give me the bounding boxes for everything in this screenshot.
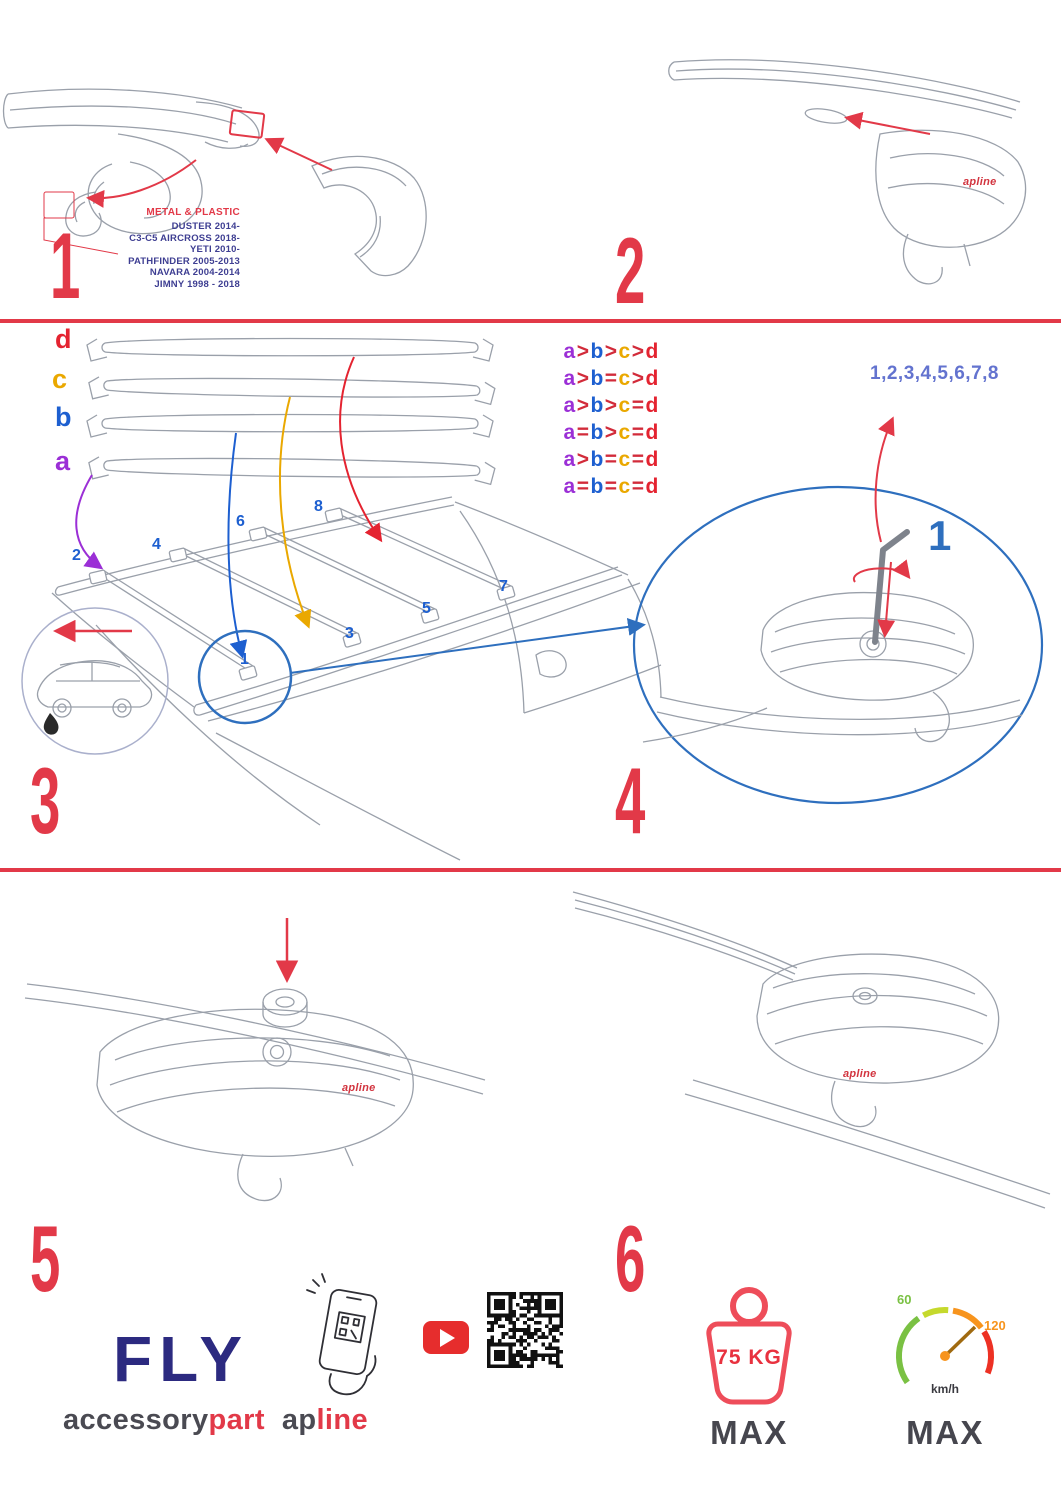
comparison-row: a>b>c>d	[563, 340, 659, 363]
mounted-foot-drawing	[572, 891, 1051, 1209]
step-1-number: 1	[50, 213, 80, 318]
step-4-number: 4	[615, 748, 645, 853]
zoom-circle	[632, 485, 1044, 805]
speed-max-label: MAX	[906, 1414, 984, 1451]
step2-illustration	[668, 59, 1027, 285]
weight-limit-value: 75 KG	[716, 1346, 782, 1369]
material-label: METAL & PLASTIC	[146, 207, 240, 218]
product-name: FLY	[113, 1323, 249, 1395]
apline-logo-step2: apline	[963, 176, 997, 188]
gauge-pivot	[940, 1351, 950, 1361]
comparison-legend: a>b>c>d a>b=c>d a>b>c=d a=b>c=d a>b=c=d a=b=c…	[563, 338, 659, 500]
step4-illustration	[632, 416, 1044, 805]
brand-accessory: accessory	[63, 1404, 209, 1436]
gauge-needle	[943, 1325, 977, 1358]
curve-d	[339, 356, 383, 543]
position-number: 1	[240, 651, 249, 668]
position-number: 8	[314, 498, 323, 515]
red-arrows	[86, 109, 333, 208]
curve-a	[75, 474, 104, 570]
cover-to-bar-arrow	[264, 137, 333, 171]
curve-c	[279, 396, 312, 629]
step-6-number: 6	[615, 1206, 645, 1311]
apline-logo-step5: apline	[342, 1082, 376, 1094]
model-item: DUSTER 2014-	[171, 221, 240, 232]
brand-line: line	[316, 1404, 369, 1436]
apline-logo-step6: apline	[843, 1068, 877, 1080]
brand-wordmark: accessorypart apline	[63, 1404, 368, 1437]
weight-max-label: MAX	[710, 1414, 788, 1451]
position-number: 3	[345, 625, 354, 642]
weight-limit-icon	[706, 1287, 792, 1405]
speed-low-label: 60	[897, 1292, 912, 1307]
qr-code	[487, 1292, 563, 1368]
hex-key	[872, 529, 910, 645]
brand-ap: ap	[281, 1404, 317, 1436]
model-item: JIMNY 1998 - 2018	[154, 278, 240, 290]
leader-line	[43, 191, 119, 255]
model-item: NAVARA 2004-2014	[149, 267, 240, 278]
position-number: 4	[152, 536, 161, 553]
step-2-number: 2	[615, 218, 645, 323]
position-number: 7	[499, 578, 508, 595]
step4-callout: 1	[928, 512, 952, 559]
step-3-number: 3	[30, 748, 60, 853]
comparison-row: a>b=c=d	[563, 448, 659, 471]
position-number: 2	[72, 547, 81, 564]
crossbar-stack	[86, 337, 496, 486]
position-number: 6	[236, 513, 245, 530]
bar-label-a: a	[55, 446, 71, 476]
section-divider-bottom	[0, 868, 1061, 872]
speed-limit-gauge-icon	[895, 1307, 995, 1385]
bar-label-c: c	[52, 364, 68, 394]
sequence-pointer-arrow	[874, 416, 895, 543]
zoom-connector-arrow	[289, 617, 646, 674]
drop-icon	[43, 713, 59, 735]
step6-illustration	[572, 891, 1051, 1209]
foot-focus-circle	[197, 629, 293, 725]
foot-zoom-drawing	[642, 591, 1023, 743]
model-list: DUSTER 2014-C3-C5 AIRCROSS 2018-YETI 201…	[88, 221, 240, 290]
model-item: C3-C5 AIRCROSS 2018-	[129, 232, 240, 244]
rotate-arrow	[852, 559, 911, 583]
curve-b	[227, 432, 248, 659]
bar-label-d: d	[55, 324, 72, 354]
mapping-curves	[75, 356, 383, 659]
lock-highlight-box	[228, 109, 266, 139]
speed-high-label: 120	[984, 1318, 1006, 1333]
comparison-row: a>b>c=d	[563, 394, 659, 417]
car-direction-badge	[21, 607, 169, 755]
comparison-row: a>b=c>d	[563, 367, 659, 390]
tightening-sequence: 1,2,3,4,5,6,7,8	[870, 363, 999, 384]
step5-illustration	[24, 918, 486, 1202]
step4-arrows	[852, 416, 911, 638]
model-item: YETI 2010-	[189, 244, 240, 255]
youtube-icon	[423, 1321, 469, 1354]
roof-drawing	[51, 496, 662, 861]
model-item: PATHFINDER 2005-2013	[128, 255, 240, 267]
play-icon	[440, 1328, 455, 1347]
slot-arrow	[844, 111, 931, 135]
cap-and-foot	[24, 983, 486, 1202]
brand-part: part	[208, 1404, 265, 1436]
clamp-path-arrow	[86, 159, 197, 208]
comparison-row: a=b>c=d	[563, 421, 659, 444]
step3-illustration	[21, 337, 662, 861]
section-divider-top	[0, 319, 1061, 323]
step1-illustration	[2, 88, 427, 277]
position-number: 5	[422, 600, 431, 617]
speed-unit-label: km/h	[930, 1382, 959, 1396]
step-5-number: 5	[30, 1206, 60, 1311]
tighten-arrow	[877, 561, 896, 638]
bar-label-b: b	[55, 402, 72, 432]
qr-scan-phone-icon	[306, 1273, 378, 1396]
comparison-row: a=b=c=d	[563, 475, 659, 498]
